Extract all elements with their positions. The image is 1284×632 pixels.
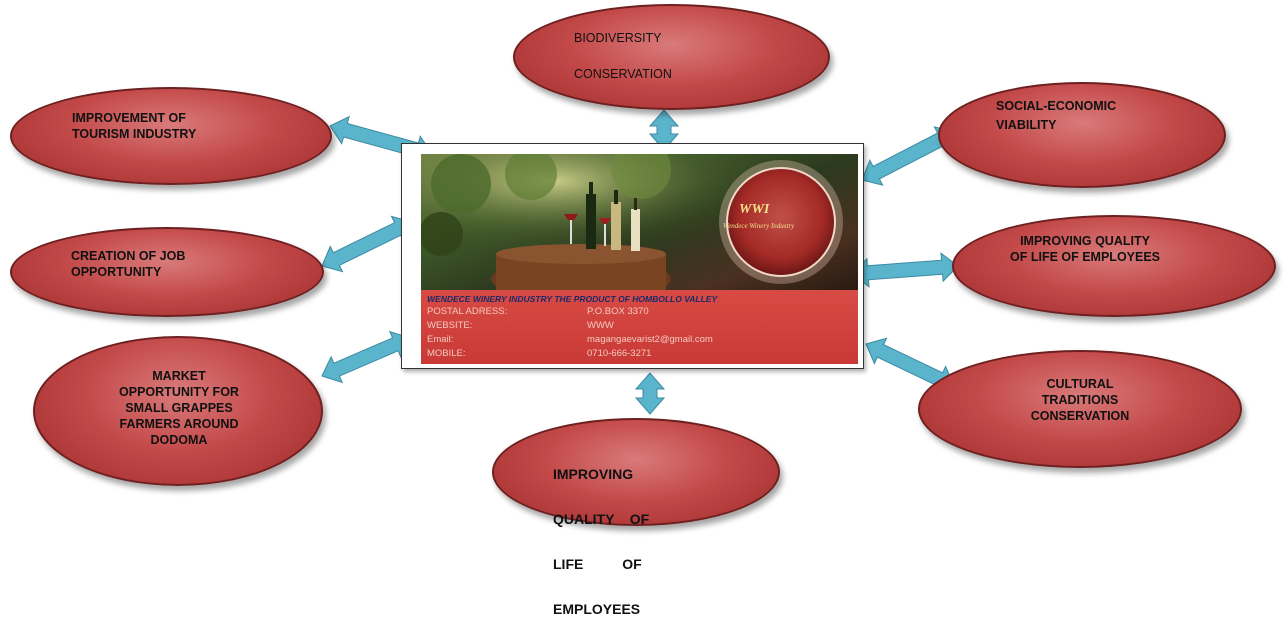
node-quality-right-text: IMPROVING QUALITY OF LIFE OF EMPLOYEES [1010, 233, 1160, 265]
node-tourism-industry [10, 87, 332, 185]
node-tourism-text: IMPROVEMENT OF TOURISM INDUSTRY [72, 110, 196, 142]
node-quality-bottom-line-1: IMPROVING [553, 466, 634, 482]
node-job-line-2: OPPORTUNITY [71, 265, 162, 279]
email-value: magangaevarist2@gmail.com [587, 334, 713, 345]
node-job-opportunity [10, 227, 324, 317]
website-label: WEBSITE: [427, 320, 473, 331]
card-headline: WENDECE WINERY INDUSTRY THE PRODUCT OF H… [427, 294, 718, 304]
arrow-job [321, 215, 413, 273]
mobile-label: MOBILE: [427, 348, 466, 359]
node-cultural-traditions [918, 350, 1242, 468]
node-biodiversity-conservation [513, 4, 830, 110]
node-social-economic-viability [938, 82, 1226, 188]
node-market-opportunity [33, 336, 323, 486]
node-market-line-1: MARKET [152, 369, 206, 383]
node-quality-of-life-right [952, 215, 1276, 317]
postal-address-value: P.O.BOX 3370 [587, 306, 649, 317]
node-tourism-line-1: IMPROVEMENT OF [72, 111, 186, 125]
node-quality-right-line-2: OF LIFE OF EMPLOYEES [1010, 250, 1161, 264]
postal-address-label: POSTAL ADRESS: [427, 306, 508, 317]
node-market-line-5: DODOMA [150, 433, 208, 447]
email-label: Email: [427, 334, 454, 345]
node-tourism-line-2: TOURISM INDUSTRY [72, 127, 197, 141]
winery-photo: WWI Wendece Winery Industry [421, 154, 858, 290]
node-quality-bottom-line-4: EMPLOYEES [553, 601, 641, 617]
node-job-line-1: CREATION OF JOB [71, 249, 186, 263]
node-biodiversity-text: BIODIVERSITY CONSERVATION [574, 30, 672, 82]
wwi-logo-title: WWI [739, 202, 770, 217]
node-market-line-3: SMALL GRAPPES [125, 401, 233, 415]
arrow-quality-bottom [634, 372, 666, 415]
node-cultural-line-1: CULTURAL [1046, 377, 1114, 391]
node-market-text: MARKET OPPORTUNITY FOR SMALL GRAPPES FAR… [104, 368, 254, 448]
node-quality-bottom-line-3: LIFE OF [553, 556, 642, 572]
node-biodiversity-line-2: CONSERVATION [574, 67, 672, 81]
node-cultural-line-2: TRADITIONS [1041, 393, 1119, 407]
winery-scene-image [421, 154, 858, 290]
node-social-line-1: SOCIAL-ECONOMIC [996, 99, 1117, 113]
wwi-logo-subtitle: Wendece Winery Industry [723, 222, 795, 230]
node-quality-of-life-bottom [492, 418, 780, 526]
arrow-market [321, 330, 411, 384]
node-market-line-4: FARMERS AROUND [119, 417, 239, 431]
node-social-text: SOCIAL-ECONOMIC VIABILITY [996, 98, 1116, 133]
mobile-value: 0710-666-3271 [587, 348, 652, 359]
contact-info-banner: WENDECE WINERY INDUSTRY THE PRODUCT OF H… [421, 290, 858, 364]
node-market-line-2: OPPORTUNITY FOR [119, 385, 239, 399]
node-cultural-line-3: CONSERVATION [1030, 409, 1130, 423]
node-quality-right-line-1: IMPROVING QUALITY [1020, 234, 1150, 248]
node-social-line-2: VIABILITY [996, 118, 1057, 132]
arrow-quality-right [851, 252, 959, 288]
node-quality-bottom-line-2: QUALITY OF [553, 511, 650, 527]
node-biodiversity-line-1: BIODIVERSITY [574, 31, 662, 45]
node-job-text: CREATION OF JOB OPPORTUNITY [71, 248, 185, 280]
node-cultural-text: CULTURAL TRADITIONS CONSERVATION [1000, 376, 1160, 424]
website-value: WWW [587, 320, 614, 331]
node-quality-bottom-text: IMPROVING QUALITY OF LIFE OF EMPLOYEES [553, 437, 649, 632]
center-business-card: WWI Wendece Winery Industry WENDECE WINE… [401, 143, 864, 369]
